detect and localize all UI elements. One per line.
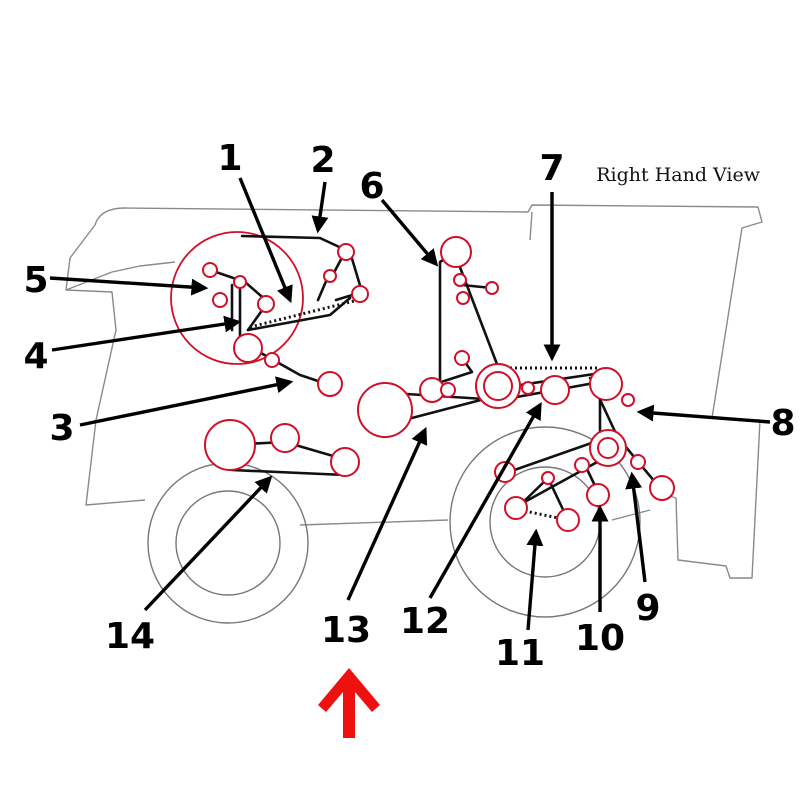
callout-labels: 1 2 3 4 5 6 7 8 9 10 11 12 13 14 <box>23 138 795 674</box>
left-lower-drive-group <box>204 419 360 477</box>
callout-4: 4 <box>23 336 48 377</box>
red-up-arrow-icon <box>318 668 380 738</box>
view-label: Right Hand View <box>596 164 761 186</box>
left-drive-group <box>170 231 369 397</box>
callout-12: 12 <box>400 601 450 642</box>
callout-3: 3 <box>49 408 74 449</box>
front-wheel <box>147 462 309 624</box>
right-drive-group <box>494 398 675 532</box>
center-drive-group <box>357 236 635 440</box>
callout-9: 9 <box>635 588 660 629</box>
machine-outline <box>65 204 763 579</box>
callout-8: 8 <box>770 403 795 444</box>
leader-lines <box>49 177 771 631</box>
callout-6: 6 <box>359 166 384 207</box>
callout-5: 5 <box>23 260 48 301</box>
callout-2: 2 <box>310 140 335 181</box>
callout-14: 14 <box>105 616 155 657</box>
callout-1: 1 <box>217 138 242 179</box>
callout-13: 13 <box>321 610 371 651</box>
feeder-drum-ring <box>170 231 304 365</box>
callout-11: 11 <box>495 633 545 674</box>
callout-10: 10 <box>575 618 625 659</box>
callout-7: 7 <box>539 148 564 189</box>
